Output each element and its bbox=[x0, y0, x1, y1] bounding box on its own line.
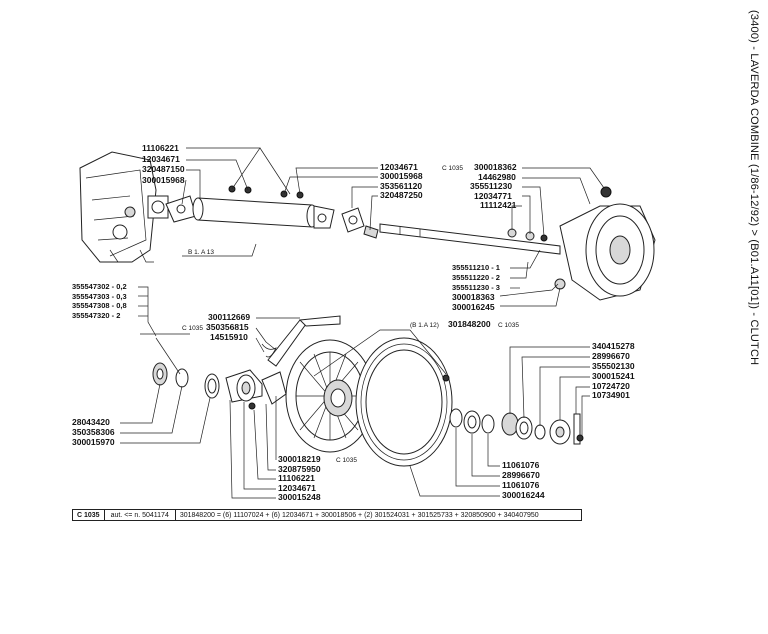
part-number: 300015248 bbox=[278, 492, 321, 502]
part-number: 350358306 bbox=[72, 427, 115, 437]
part-number: 300015241 bbox=[592, 371, 635, 381]
part-number: 350356815 bbox=[206, 322, 249, 332]
footer-code: C 1035 bbox=[73, 510, 105, 520]
change-code: C 1035 bbox=[182, 325, 203, 332]
part-number: 300016244 bbox=[502, 490, 545, 500]
part-number: 340415278 bbox=[592, 341, 635, 351]
leaders-group-7 bbox=[120, 383, 211, 444]
upper-shaft-assembly bbox=[165, 185, 656, 301]
engine-block-illustration bbox=[79, 151, 169, 263]
part-number: 300015968 bbox=[142, 175, 185, 185]
part-number: 300015968 bbox=[380, 171, 423, 181]
part-number: 355511220 - 2 bbox=[452, 273, 500, 282]
footer-note: C 1035 aut. <= n. 5041174 301848200 = (6… bbox=[72, 509, 582, 521]
footer-aut: aut. <= n. 5041174 bbox=[105, 510, 176, 520]
part-number: 300018362 bbox=[474, 162, 517, 172]
part-number: 320875950 bbox=[278, 464, 321, 474]
part-number: 11061076 bbox=[502, 460, 540, 470]
leaders-group-4 bbox=[499, 249, 561, 307]
part-number: 28996670 bbox=[592, 351, 630, 361]
part-number: 10734901 bbox=[592, 390, 630, 400]
reference-label: (B 1.A 12) bbox=[410, 322, 439, 329]
change-code: C 1035 bbox=[336, 457, 357, 464]
part-number: 28043420 bbox=[72, 417, 110, 427]
part-number: 300018363 bbox=[452, 292, 495, 302]
part-number: 12034671 bbox=[278, 483, 316, 493]
part-number: 12034771 bbox=[474, 191, 512, 201]
part-number: 10724720 bbox=[592, 381, 630, 391]
part-number: 355511230 bbox=[470, 181, 512, 191]
part-number: 320487250 bbox=[380, 190, 423, 200]
page-title: (3400) - LAVERDA COMBINE (1/86-12/92) > … bbox=[748, 10, 760, 366]
lower-clutch-assembly bbox=[152, 315, 584, 467]
part-number: 14515910 bbox=[210, 332, 248, 342]
part-number: 355547303 - 0,3 bbox=[72, 292, 127, 301]
leaders-group-11 bbox=[409, 428, 500, 497]
part-number: 14462980 bbox=[478, 172, 516, 182]
leaders-group-2 bbox=[283, 167, 378, 231]
part-number: 11106221 bbox=[142, 143, 179, 153]
part-number: 11112421 bbox=[480, 200, 517, 210]
leaders-group-1 bbox=[181, 147, 291, 205]
part-number: 11106221 bbox=[278, 473, 315, 483]
part-number: 300016245 bbox=[452, 302, 495, 312]
leader-group-9 bbox=[313, 329, 447, 377]
part-number: 12034671 bbox=[142, 154, 180, 164]
part-number: 12034671 bbox=[380, 162, 418, 172]
footer-parts: 301848200 = (6) 11107024 + (6) 12034671 … bbox=[179, 511, 539, 519]
part-number: 301848200 bbox=[448, 319, 491, 329]
leaders-group-8 bbox=[229, 396, 277, 499]
part-number: 355511210 - 1 bbox=[452, 263, 500, 272]
leaders-group-5 bbox=[138, 286, 190, 375]
change-code: C 1035 bbox=[498, 322, 519, 329]
part-number: 28996670 bbox=[502, 470, 540, 480]
part-number: 355547308 - 0,8 bbox=[72, 301, 127, 310]
change-code: C 1035 bbox=[442, 165, 463, 172]
part-number: 300015970 bbox=[72, 437, 115, 447]
leaders-group-6 bbox=[255, 317, 300, 353]
leaders-group-3 bbox=[511, 167, 605, 237]
part-number: 11061076 bbox=[502, 480, 540, 490]
part-number: 355502130 bbox=[592, 361, 635, 371]
leaders-group-10 bbox=[509, 346, 590, 436]
part-number: 353561120 bbox=[380, 181, 422, 191]
part-number: 320487150 bbox=[142, 164, 185, 174]
part-number: 300018219 bbox=[278, 454, 321, 464]
part-number: 355547320 - 2 bbox=[72, 311, 120, 320]
part-number: 300112669 bbox=[208, 312, 250, 322]
clutch-exploded-diagram: B 1. A 13 bbox=[72, 143, 656, 502]
part-number: 355511230 - 3 bbox=[452, 283, 500, 292]
engine-reference-label: B 1. A 13 bbox=[188, 249, 214, 256]
part-number: 355547302 - 0,2 bbox=[72, 282, 127, 291]
